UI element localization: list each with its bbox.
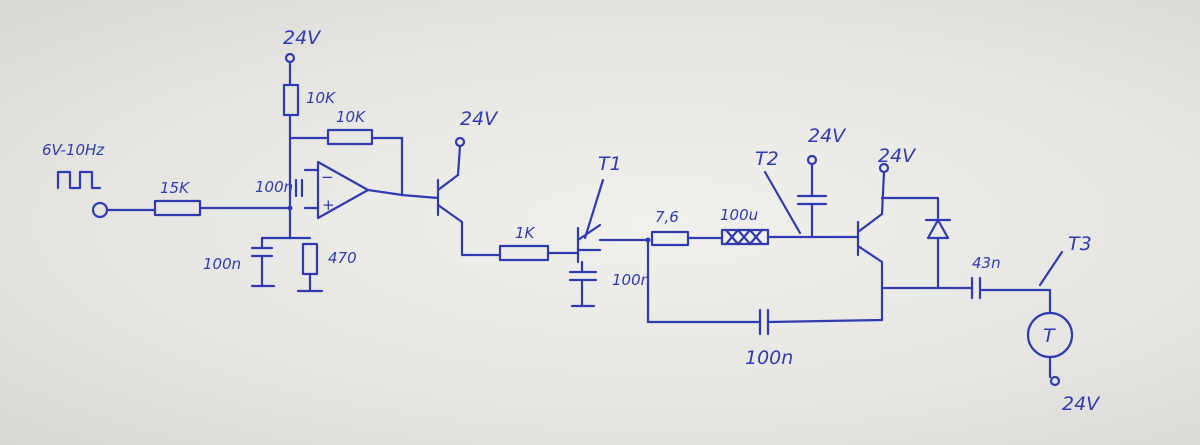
- pointer-t1: [583, 178, 605, 240]
- supply-label-3: 24V: [808, 125, 847, 147]
- supply-terminal-1: [284, 52, 296, 64]
- resistor-feedback-label: 10K: [336, 108, 366, 126]
- capacitor-output-label: 43n: [972, 254, 1001, 272]
- inductor-label: 100u: [720, 206, 758, 224]
- resistor-ground-label: 470: [328, 249, 357, 267]
- pointer-t2: [763, 170, 802, 235]
- load-label: T: [1043, 325, 1056, 347]
- pointer-t3: [1038, 250, 1064, 287]
- capacitor-input-label: 100n: [255, 178, 293, 196]
- supply-terminal-5: [1049, 375, 1061, 387]
- label-t2: T2: [755, 148, 779, 170]
- resistor-series: [650, 230, 690, 247]
- wire-opamp-out: [400, 193, 440, 200]
- supply-terminal-3: [806, 154, 818, 166]
- label-t1: T1: [598, 153, 622, 175]
- opamp-plus: +: [322, 196, 335, 214]
- resistor-feedback: [326, 128, 374, 146]
- resistor-input: [153, 199, 202, 217]
- resistor-pullup: [282, 83, 300, 117]
- input-signal-label: 6V-10Hz: [42, 141, 105, 159]
- diode: [926, 218, 950, 240]
- square-wave-icon: [56, 170, 102, 190]
- opamp-minus: −: [321, 168, 334, 186]
- resistor-pullup-label: 10K: [306, 89, 336, 107]
- capacitor-opamp-ground-label: 100n: [203, 255, 241, 273]
- resistor-ground: [301, 242, 319, 276]
- supply-label-4: 24V: [878, 145, 917, 167]
- supply-terminal-2: [454, 136, 466, 148]
- resistor-input-label: 15K: [160, 179, 190, 197]
- resistor-base-label: 1K: [515, 224, 536, 242]
- supply-label-2: 24V: [460, 108, 499, 130]
- resistor-series-label: 7,6: [655, 208, 679, 226]
- capacitor-bypass-label: 100n: [745, 347, 793, 369]
- input-terminal: [91, 201, 109, 219]
- supply-label-5: 24V: [1062, 393, 1101, 415]
- label-t3: T3: [1068, 233, 1092, 255]
- opamp-symbol: [316, 160, 370, 220]
- capacitor-t1-collector-label: 100n: [612, 271, 650, 289]
- resistor-base: [498, 244, 550, 262]
- supply-label-1: 24V: [283, 27, 322, 49]
